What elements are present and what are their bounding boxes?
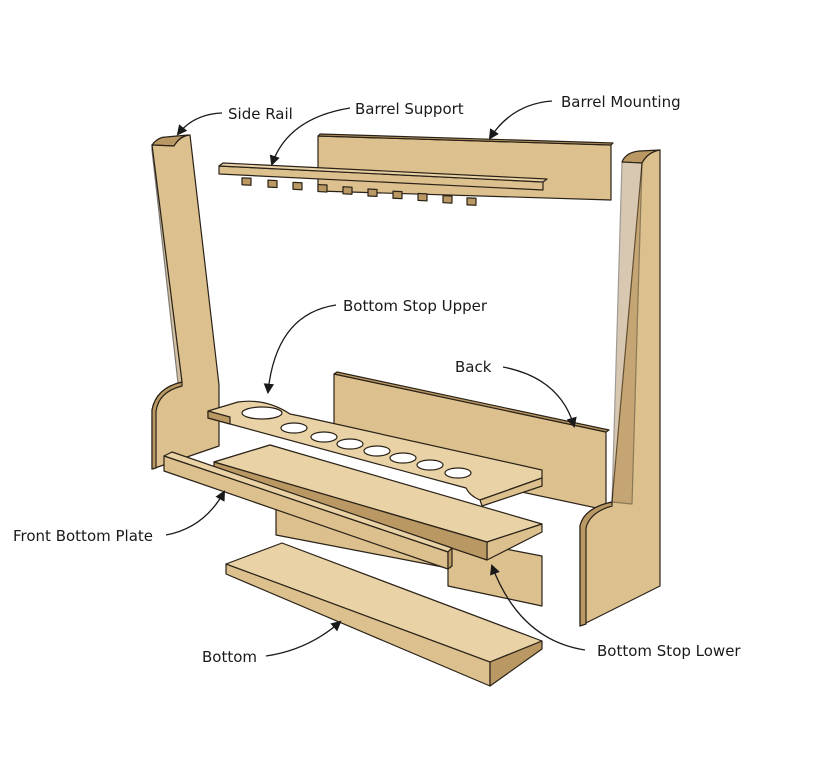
label-bottom-stop-lower: Bottom Stop Lower (597, 642, 741, 660)
right-side-rail-part (579, 149, 661, 627)
leader-bottom-stop-upper (263, 304, 337, 395)
leader-lines (165, 100, 586, 657)
barrel-support-part (218, 162, 548, 206)
bottom-stop-upper-part (207, 400, 543, 507)
label-bottom: Bottom (202, 648, 257, 666)
leader-bottom-stop-lower (490, 564, 586, 651)
leader-bottom (265, 620, 342, 657)
leader-front-bottom-plate (165, 490, 226, 536)
leader-barrel-support (269, 107, 351, 166)
leader-back (502, 366, 577, 428)
label-bottom-stop-upper: Bottom Stop Upper (343, 297, 488, 315)
front-bottom-plate-part (163, 451, 453, 570)
label-front-bottom-plate: Front Bottom Plate (13, 527, 153, 545)
label-barrel-support: Barrel Support (355, 100, 464, 118)
bottom-part (225, 542, 543, 687)
label-side-rail: Side Rail (228, 105, 293, 123)
left-side-rail-part (151, 134, 220, 470)
leader-barrel-mounting (488, 100, 553, 140)
label-back: Back (455, 358, 492, 376)
label-barrel-mounting: Barrel Mounting (561, 93, 681, 111)
barrel-mounting-part (317, 133, 614, 201)
leader-side-rail (176, 112, 223, 136)
